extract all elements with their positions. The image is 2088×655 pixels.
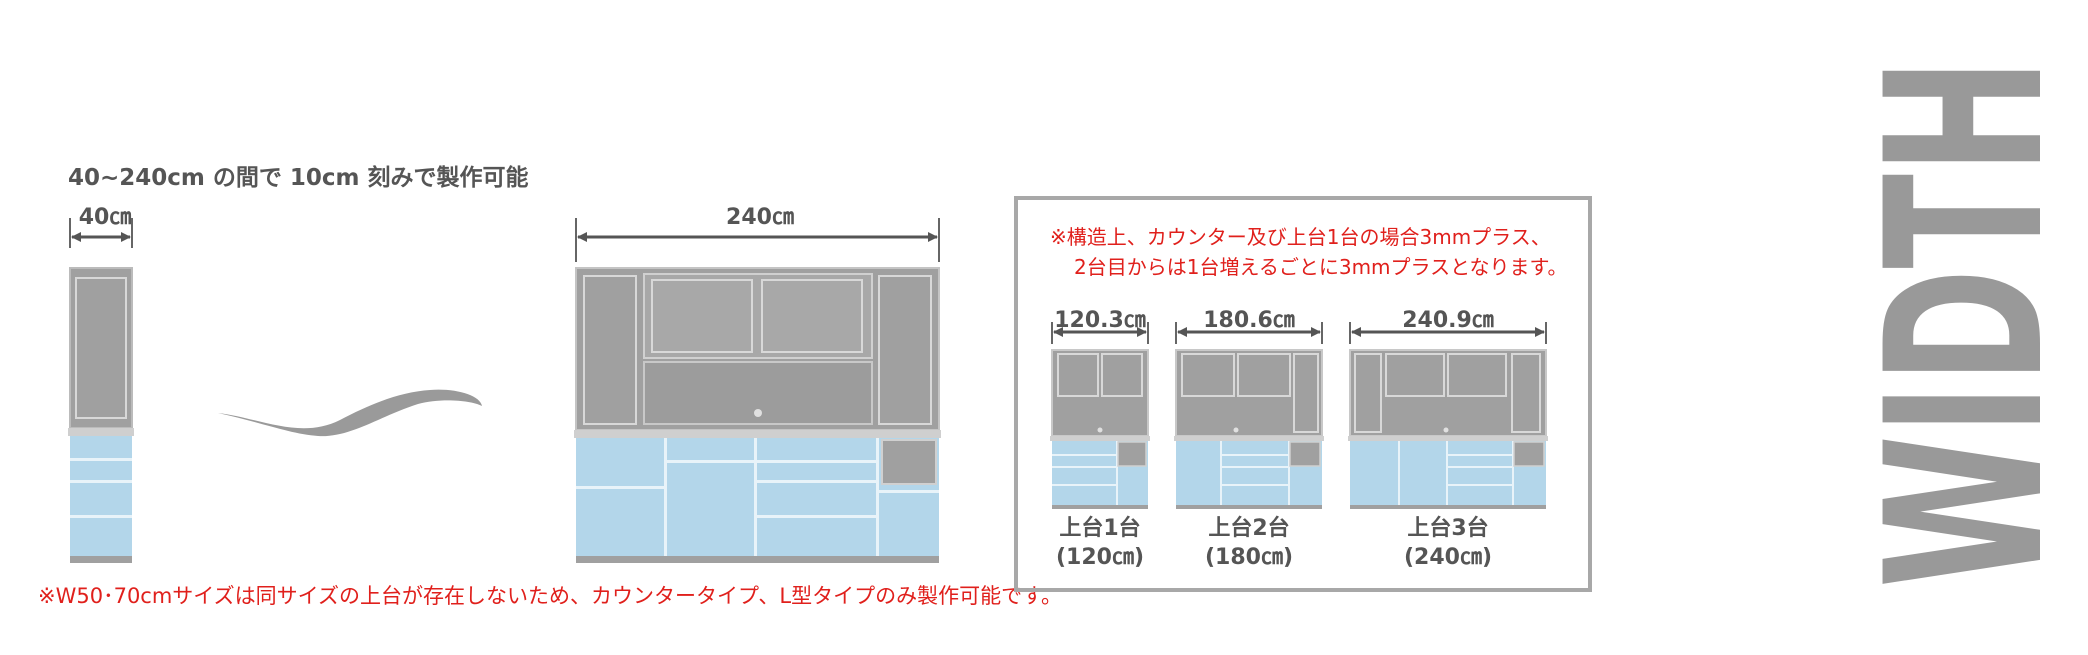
panel-item-name-2: 上台2台 [1208,516,1290,541]
panel-item-name-3: 上台3台 [1407,516,1489,541]
panel-note-line2: 2台目からは1台増えるごとに3mmプラスとなります。 [1074,255,1568,279]
panel-item-size-1: (120㎝) [1055,545,1145,570]
narrow-cabinet [68,218,134,563]
page-heading: 40~240cm の間で 10cm 刻みで製作可能 [68,165,529,191]
cabinet-120 [1050,349,1150,509]
width-side-word: WIDTH [1840,58,2065,588]
wide-cabinet [574,218,941,563]
panel-item-size-2: (180㎝) [1204,545,1294,570]
swoosh-shape [218,389,482,437]
bottom-note: ※W50･70cmサイズは同サイズの上台が存在しないため、カウンタータイプ、L型… [38,584,1063,608]
panel-item-label-2: 上台2台 (180㎝) [1189,514,1309,572]
width-word-text: WIDTH [1840,58,2065,588]
panel-arrows [1051,322,1547,344]
panel-item-label-3: 上台3台 (240㎝) [1388,514,1508,572]
panel-width-label-1: 120.3㎝ [1054,308,1146,333]
cabinet-240 [1348,349,1548,509]
panel-item-size-3: (240㎝) [1403,545,1493,570]
cabinet-180 [1174,349,1324,509]
narrow-width-label: 40㎝ [78,205,132,230]
panel-width-label-2: 180.6㎝ [1203,308,1295,333]
wide-width-label: 240㎝ [726,205,794,230]
panel-width-label-3: 240.9㎝ [1402,308,1494,333]
panel-item-label-1: 上台1台 (120㎝) [1040,514,1160,572]
info-panel [1014,196,1592,592]
panel-item-name-1: 上台1台 [1059,516,1141,541]
panel-note-line1: ※構造上、カウンター及び上台1台の場合3mmプラス、 [1050,225,1551,249]
